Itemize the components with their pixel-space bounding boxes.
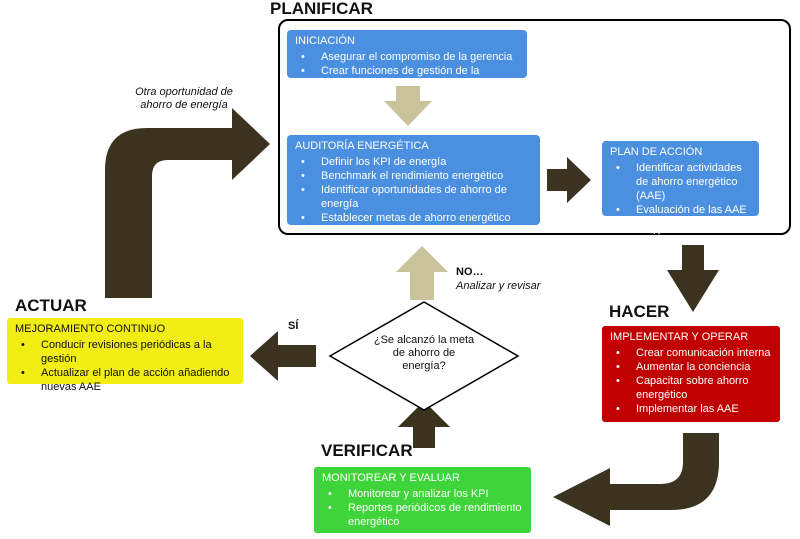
up-arrow-light [396,246,448,300]
list-item: Conducir revisiones periódicas a la gest… [15,338,235,366]
list-item: Definir los KPI de energía [295,155,532,169]
list-item: Crear comunicación interna [610,346,772,360]
left-arrow-act [250,331,316,381]
box-auditoria-title: AUDITORÍA ENERGÉTICA [295,140,429,152]
heading-check: VERIFICAR [321,441,413,460]
heading-act: ACTUAR [15,296,87,315]
heading-plan: PLANIFICAR [270,0,373,18]
no-label: NO… [456,266,484,278]
box-iniciacion: INICIACIÓN Asegurar el compromiso de la … [287,30,527,91]
list-item: Asegurar el compromiso de la gerencia [295,50,519,64]
decision-diamond [328,301,520,411]
box-plan-accion-title: PLAN DE ACCIÓN [610,146,703,158]
list-item: Actualizar el plan de acción añadiendo n… [15,366,235,394]
no-action: Analizar y revisar [456,280,541,292]
list-item: Implementar las AAE [610,402,772,416]
down-arrow-do [667,245,719,312]
up-arrow-decision [398,401,450,448]
list-item: Crear funciones de gestión de la energía [295,64,519,92]
box-plan-accion: PLAN DE ACCIÓN Identificar actividades d… [602,141,759,244]
box-auditoria: AUDITORÍA ENERGÉTICA Definir los KPI de … [287,135,540,225]
list-item: Benchmark el rendimiento energético [295,169,532,183]
box-implementar-title: IMPLEMENTAR Y OPERAR [610,331,749,343]
list-item: Identificar actividades de ahorro energé… [610,161,751,203]
list-item: Identificar oportunidades de ahorro de e… [295,183,532,211]
curved-arrow-check [553,433,719,526]
box-mejoramiento-title: MEJORAMIENTO CONTINUO [15,323,166,335]
loop-note: Otra oportunidad de ahorro de energía [135,86,233,111]
decision-question: ¿Se alcanzó la meta de ahorro de energía… [373,334,475,372]
box-iniciacion-title: INICIACIÓN [295,35,355,47]
box-monitorear: MONITOREAR Y EVALUAR Monitorear y analiz… [314,467,531,533]
list-item: Reportes periódicos de rendimiento energ… [322,501,523,529]
list-item: Monitorear y analizar los KPI [322,487,523,501]
list-item: Evaluación de las AAE [610,203,751,217]
list-item: Capacitar sobre ahorro energético [610,374,772,402]
yes-label: SÍ [288,320,299,332]
box-monitorear-title: MONITOREAR Y EVALUAR [322,472,460,484]
list-item: Crear un plan de acción [610,217,751,245]
list-item: Establecer metas de ahorro energético [295,211,532,225]
heading-do: HACER [609,302,670,321]
box-implementar: IMPLEMENTAR Y OPERAR Crear comunicación … [602,326,780,422]
list-item: Aumentar la conciencia [610,360,772,374]
down-arrow-light [384,86,432,126]
loop-arrow [105,108,270,298]
right-arrow-plan [547,157,591,203]
plan-frame [278,19,791,235]
box-mejoramiento: MEJORAMIENTO CONTINUO Conducir revisione… [7,318,243,393]
